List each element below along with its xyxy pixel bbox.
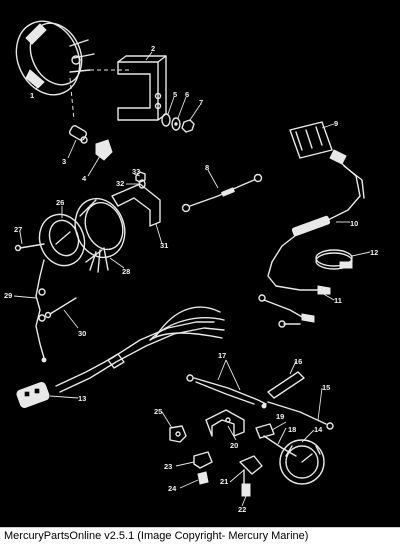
callout-19: 19 bbox=[276, 412, 284, 421]
part-28-housing[interactable] bbox=[67, 192, 133, 273]
callout-12: 12 bbox=[370, 248, 378, 257]
copyright-text: MercuryPartsOnline v2.5.1 (Image Copyrig… bbox=[4, 530, 309, 542]
part-23-fitting[interactable] bbox=[193, 451, 213, 469]
callout-30: 30 bbox=[78, 329, 86, 338]
exploded-parts-diagram: 1 2 3 4 5 6 7 8 9 10 11 12 13 14 15 16 1… bbox=[4, 11, 379, 514]
callout-11: 11 bbox=[334, 296, 342, 305]
part-4-bulb[interactable] bbox=[95, 139, 113, 161]
callout-10: 10 bbox=[350, 219, 358, 228]
callout-4: 4 bbox=[82, 174, 87, 183]
callout-29: 29 bbox=[4, 291, 12, 300]
part-19-fitting[interactable] bbox=[255, 423, 275, 439]
callout-2: 2 bbox=[151, 44, 155, 53]
part-22-fitting[interactable] bbox=[241, 483, 251, 497]
callout-16: 16 bbox=[294, 357, 302, 366]
part-31-bracket[interactable] bbox=[111, 183, 161, 227]
callout-24: 24 bbox=[168, 484, 177, 493]
part-10-harness[interactable] bbox=[267, 161, 365, 287]
callout-1: 1 bbox=[30, 91, 34, 100]
part-30-screw[interactable] bbox=[44, 297, 77, 319]
part-33-nut[interactable] bbox=[135, 171, 146, 183]
callout-15: 15 bbox=[322, 383, 330, 392]
callout-25: 25 bbox=[154, 407, 162, 416]
part-7-nut[interactable] bbox=[181, 119, 195, 133]
callout-22: 22 bbox=[238, 505, 246, 514]
part-20-bracket[interactable] bbox=[205, 409, 245, 437]
part-6-lockwasher[interactable] bbox=[171, 117, 181, 131]
callout-27: 27 bbox=[14, 225, 22, 234]
callout-23: 23 bbox=[164, 462, 172, 471]
callout-18: 18 bbox=[288, 425, 296, 434]
part-9-connector[interactable] bbox=[289, 121, 347, 165]
part-15-lead[interactable] bbox=[267, 401, 334, 430]
callout-20: 20 bbox=[230, 441, 238, 450]
part-18-tube[interactable] bbox=[263, 435, 297, 457]
callout-8: 8 bbox=[205, 163, 209, 172]
part-25-fitting[interactable] bbox=[169, 425, 187, 443]
callout-6: 6 bbox=[185, 90, 189, 99]
callout-7: 7 bbox=[199, 98, 203, 107]
callout-5: 5 bbox=[173, 90, 177, 99]
callout-28: 28 bbox=[122, 267, 130, 276]
part-32-washer[interactable] bbox=[138, 179, 146, 189]
part-29-lamp-lead[interactable] bbox=[35, 259, 47, 363]
footer-bar: MercuryPartsOnline v2.5.1 (Image Copyrig… bbox=[0, 527, 400, 544]
callout-13: 13 bbox=[78, 394, 86, 403]
callout-14: 14 bbox=[314, 425, 323, 434]
callout-31: 31 bbox=[160, 241, 168, 250]
callout-3: 3 bbox=[62, 157, 66, 166]
callout-26: 26 bbox=[56, 198, 64, 207]
part-17-lead[interactable] bbox=[186, 374, 267, 409]
part-2-bracket[interactable] bbox=[117, 55, 167, 121]
part-8-wire[interactable] bbox=[181, 173, 263, 213]
callout-17: 17 bbox=[218, 351, 226, 360]
callout-9: 9 bbox=[334, 119, 338, 128]
part-5-washer[interactable] bbox=[161, 113, 171, 127]
part-13-main-harness[interactable] bbox=[16, 306, 225, 408]
part-14-gauge[interactable] bbox=[279, 439, 325, 485]
callout-32: 32 bbox=[116, 179, 124, 188]
part-27-screw[interactable] bbox=[14, 243, 45, 252]
part-1-gauge-body[interactable] bbox=[5, 11, 95, 105]
part-16-sleeve[interactable] bbox=[267, 371, 305, 399]
part-3-bulb-socket[interactable] bbox=[68, 125, 88, 144]
callout-33: 33 bbox=[132, 167, 140, 176]
part-24-fitting[interactable] bbox=[197, 471, 209, 485]
part-21-elbow[interactable] bbox=[239, 455, 263, 485]
part-12-clamp[interactable] bbox=[315, 249, 353, 270]
callout-21: 21 bbox=[220, 477, 228, 486]
part-11-leads[interactable] bbox=[258, 285, 331, 328]
diagram-canvas: 1 2 3 4 5 6 7 8 9 10 11 12 13 14 15 16 1… bbox=[4, 11, 378, 514]
